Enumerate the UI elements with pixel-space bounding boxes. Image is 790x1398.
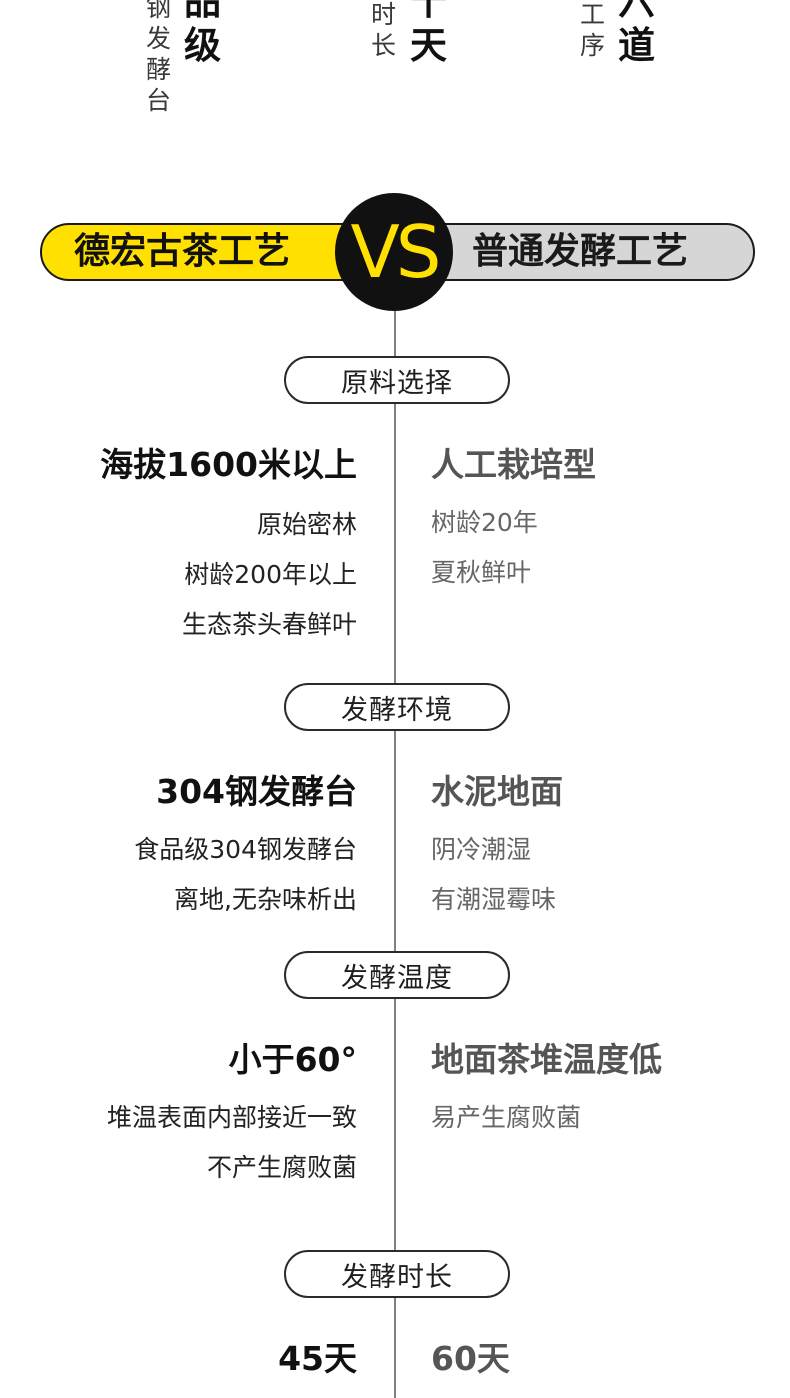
feature-col-duration-small: 时 长 [371, 0, 396, 61]
feature-char: 工 [580, 0, 606, 29]
feature-char: 品 [184, 0, 221, 23]
vs-badge: VS [335, 193, 453, 311]
right-item: 夏秋鲜叶 [431, 558, 532, 587]
feature-char: 序 [580, 31, 606, 60]
left-item: 生态茶头春鲜叶 [181, 610, 357, 639]
left-item: 不产生腐败菌 [206, 1153, 357, 1182]
left-heading: 海拔1600米以上 [100, 445, 357, 484]
right-heading: 水泥地面 [431, 772, 563, 811]
left-item: 堆温表面内部接近一致 [106, 1103, 357, 1132]
section-label-temperature: 发酵温度 [284, 951, 510, 999]
section-label-environment: 发酵环境 [284, 683, 510, 731]
feature-char: 六 [618, 0, 655, 23]
section-label-duration: 发酵时长 [284, 1250, 510, 1298]
feature-char: 天 [410, 24, 447, 67]
left-item: 树龄200年以上 [184, 560, 357, 589]
right-heading: 60天 [431, 1339, 510, 1378]
left-item: 离地,无杂味析出 [174, 885, 357, 914]
feature-col-days-big: 十 天 [410, 0, 447, 68]
feature-char: 十 [410, 0, 447, 23]
feature-char: 酵 [146, 55, 172, 84]
banner-normal-title: 普通发酵工艺 [472, 231, 689, 272]
feature-char: 发 [146, 24, 172, 53]
left-heading: 小于60° [228, 1040, 357, 1079]
feature-col-grade-big: 品 级 [184, 0, 221, 68]
center-divider-line [394, 305, 396, 1398]
feature-col-steel-small: 钢 发 酵 台 [146, 0, 171, 116]
banner-dehong-title: 德宏古茶工艺 [74, 231, 291, 272]
feature-char: 时 [371, 0, 397, 29]
feature-char: 长 [371, 31, 397, 60]
vs-text: VS [350, 210, 442, 294]
right-item: 易产生腐败菌 [431, 1103, 582, 1132]
right-item: 有潮湿霉味 [431, 885, 557, 914]
right-item: 树龄20年 [431, 508, 538, 537]
feature-char: 级 [184, 24, 221, 67]
feature-col-process-small: 工 序 [580, 0, 605, 61]
left-heading: 45天 [278, 1339, 357, 1378]
left-heading: 304钢发酵台 [156, 772, 357, 811]
feature-char: 钢 [146, 0, 172, 22]
section-label-material: 原料选择 [284, 356, 510, 404]
feature-char: 台 [146, 86, 172, 115]
left-item: 食品级304钢发酵台 [134, 835, 357, 864]
feature-col-steps-big: 六 道 [618, 0, 655, 68]
right-heading: 人工栽培型 [431, 445, 596, 484]
right-item: 阴冷潮湿 [431, 835, 532, 864]
left-item: 原始密林 [256, 510, 357, 539]
right-heading: 地面茶堆温度低 [431, 1040, 662, 1079]
feature-char: 道 [618, 24, 655, 67]
